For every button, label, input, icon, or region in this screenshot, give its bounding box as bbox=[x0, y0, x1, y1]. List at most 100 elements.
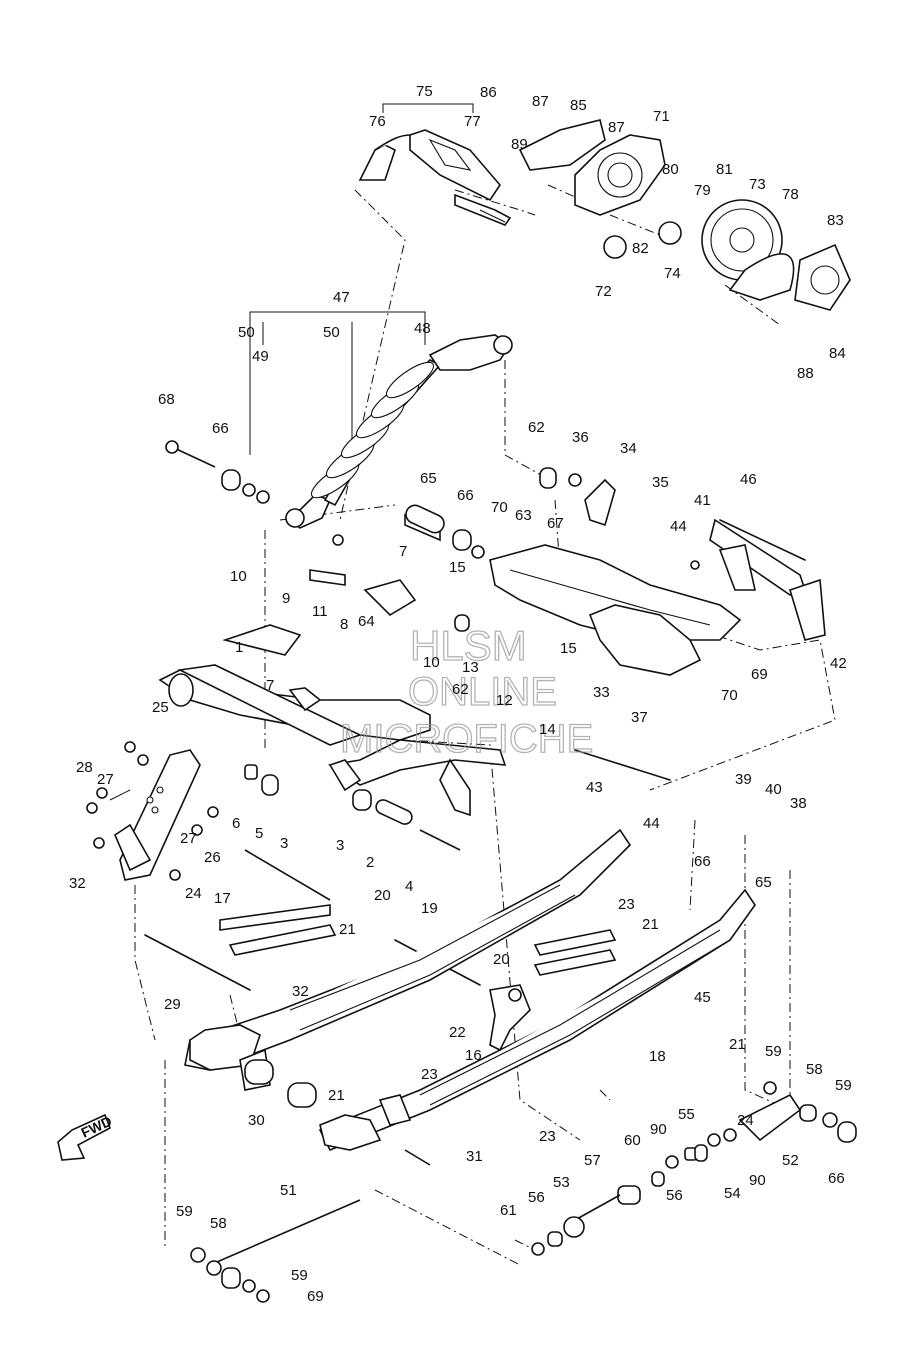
fwd-direction-arrow: FWD bbox=[57, 1113, 114, 1161]
slide-rail-right bbox=[318, 888, 756, 1152]
callout-23-b: 23 bbox=[421, 1066, 438, 1083]
callout-3: 3 bbox=[280, 835, 288, 852]
callout-24-b: 24 bbox=[737, 1112, 754, 1129]
callout-36: 36 bbox=[572, 429, 589, 446]
callout-21-c: 21 bbox=[729, 1036, 746, 1053]
callout-43: 43 bbox=[586, 779, 603, 796]
callout-53: 53 bbox=[553, 1174, 570, 1191]
callout-27: 27 bbox=[97, 771, 114, 788]
callout-90-b: 90 bbox=[749, 1172, 766, 1189]
callout-87: 87 bbox=[532, 93, 549, 110]
callout-76: 76 bbox=[369, 113, 386, 130]
callout-65: 65 bbox=[420, 470, 437, 487]
callout-46: 46 bbox=[740, 471, 757, 488]
callout-49: 49 bbox=[252, 348, 269, 365]
callout-66: 66 bbox=[212, 420, 229, 437]
callout-32: 32 bbox=[69, 875, 86, 892]
callout-42: 42 bbox=[830, 655, 847, 672]
callout-48: 48 bbox=[414, 320, 431, 337]
rear-shock-absorber bbox=[285, 334, 513, 529]
rear-axle-hardware bbox=[190, 1059, 857, 1303]
callout-90: 90 bbox=[650, 1121, 667, 1138]
callout-7-b: 7 bbox=[266, 677, 274, 694]
callout-86: 86 bbox=[480, 84, 497, 101]
callout-34: 34 bbox=[620, 440, 637, 457]
callout-26: 26 bbox=[204, 849, 221, 866]
callout-84: 84 bbox=[829, 345, 846, 362]
callout-40: 40 bbox=[765, 781, 782, 798]
callout-59: 59 bbox=[765, 1043, 782, 1060]
callout-17: 17 bbox=[214, 890, 231, 907]
callout-65-b: 65 bbox=[755, 874, 772, 891]
callout-59-b: 59 bbox=[835, 1077, 852, 1094]
callout-59-d: 59 bbox=[291, 1267, 308, 1284]
callout-66-c: 66 bbox=[694, 853, 711, 870]
callout-73: 73 bbox=[749, 176, 766, 193]
callout-21: 21 bbox=[642, 916, 659, 933]
callout-80: 80 bbox=[662, 161, 679, 178]
callout-23-c: 23 bbox=[539, 1128, 556, 1145]
watermark: HLSM ONLINE MICROFICHE bbox=[339, 621, 594, 761]
callout-44: 44 bbox=[670, 518, 687, 535]
callout-28: 28 bbox=[76, 759, 93, 776]
callout-41: 41 bbox=[694, 492, 711, 509]
center-arm-assembly bbox=[404, 478, 826, 676]
callout-16: 16 bbox=[465, 1047, 482, 1064]
callout-33: 33 bbox=[593, 684, 610, 701]
callout-55: 55 bbox=[678, 1106, 695, 1123]
callout-4: 4 bbox=[405, 878, 413, 895]
callout-44-b: 44 bbox=[643, 815, 660, 832]
callout-25: 25 bbox=[152, 699, 169, 716]
callout-51: 51 bbox=[280, 1182, 297, 1199]
callout-71: 71 bbox=[653, 108, 670, 125]
callout-20: 20 bbox=[374, 887, 391, 904]
watermark-line-2: ONLINE bbox=[408, 670, 557, 714]
callout-72: 72 bbox=[595, 283, 612, 300]
callout-59-c: 59 bbox=[176, 1203, 193, 1220]
callout-89: 89 bbox=[511, 136, 528, 153]
callout-57: 57 bbox=[584, 1152, 601, 1169]
callout-10: 10 bbox=[230, 568, 247, 585]
callout-38: 38 bbox=[790, 795, 807, 812]
adjuster-cable-assembly bbox=[358, 129, 512, 226]
callout-13: 13 bbox=[462, 659, 479, 676]
callout-6: 6 bbox=[232, 815, 240, 832]
callout-61: 61 bbox=[500, 1202, 517, 1219]
callout-58: 58 bbox=[806, 1061, 823, 1078]
callout-39: 39 bbox=[735, 771, 752, 788]
callout-labels: 75 86 87 85 76 77 89 87 71 80 81 73 79 7… bbox=[69, 83, 852, 1305]
watermark-line-1: HLSM bbox=[410, 622, 527, 669]
callout-3-b: 3 bbox=[336, 837, 344, 854]
callout-37: 37 bbox=[631, 709, 648, 726]
callout-52: 52 bbox=[782, 1152, 799, 1169]
gearbox-housing bbox=[518, 119, 666, 216]
callout-45: 45 bbox=[694, 989, 711, 1006]
stopper-link bbox=[86, 741, 219, 881]
watermark-line-3: MICROFICHE bbox=[340, 717, 593, 761]
callout-20-b: 20 bbox=[493, 951, 510, 968]
callout-2: 2 bbox=[366, 854, 374, 871]
callout-24: 24 bbox=[185, 885, 202, 902]
callout-12: 12 bbox=[496, 692, 513, 709]
shock-hardware bbox=[165, 440, 582, 546]
callout-70-b: 70 bbox=[721, 687, 738, 704]
callout-63: 63 bbox=[515, 507, 532, 524]
callout-70: 70 bbox=[491, 499, 508, 516]
callout-66-b: 66 bbox=[457, 487, 474, 504]
callout-88: 88 bbox=[797, 365, 814, 382]
callout-56-b: 56 bbox=[666, 1187, 683, 1204]
callout-83: 83 bbox=[827, 212, 844, 229]
callout-8: 8 bbox=[340, 616, 348, 633]
callout-27-b: 27 bbox=[180, 830, 197, 847]
callout-64: 64 bbox=[358, 613, 375, 630]
callout-50: 50 bbox=[238, 324, 255, 341]
callout-75: 75 bbox=[416, 83, 433, 100]
callout-18: 18 bbox=[649, 1048, 666, 1065]
callout-82: 82 bbox=[632, 240, 649, 257]
callout-87-b: 87 bbox=[608, 119, 625, 136]
callout-22: 22 bbox=[449, 1024, 466, 1041]
callout-15-b: 15 bbox=[560, 640, 577, 657]
callout-29: 29 bbox=[164, 996, 181, 1013]
callout-58-b: 58 bbox=[210, 1215, 227, 1232]
